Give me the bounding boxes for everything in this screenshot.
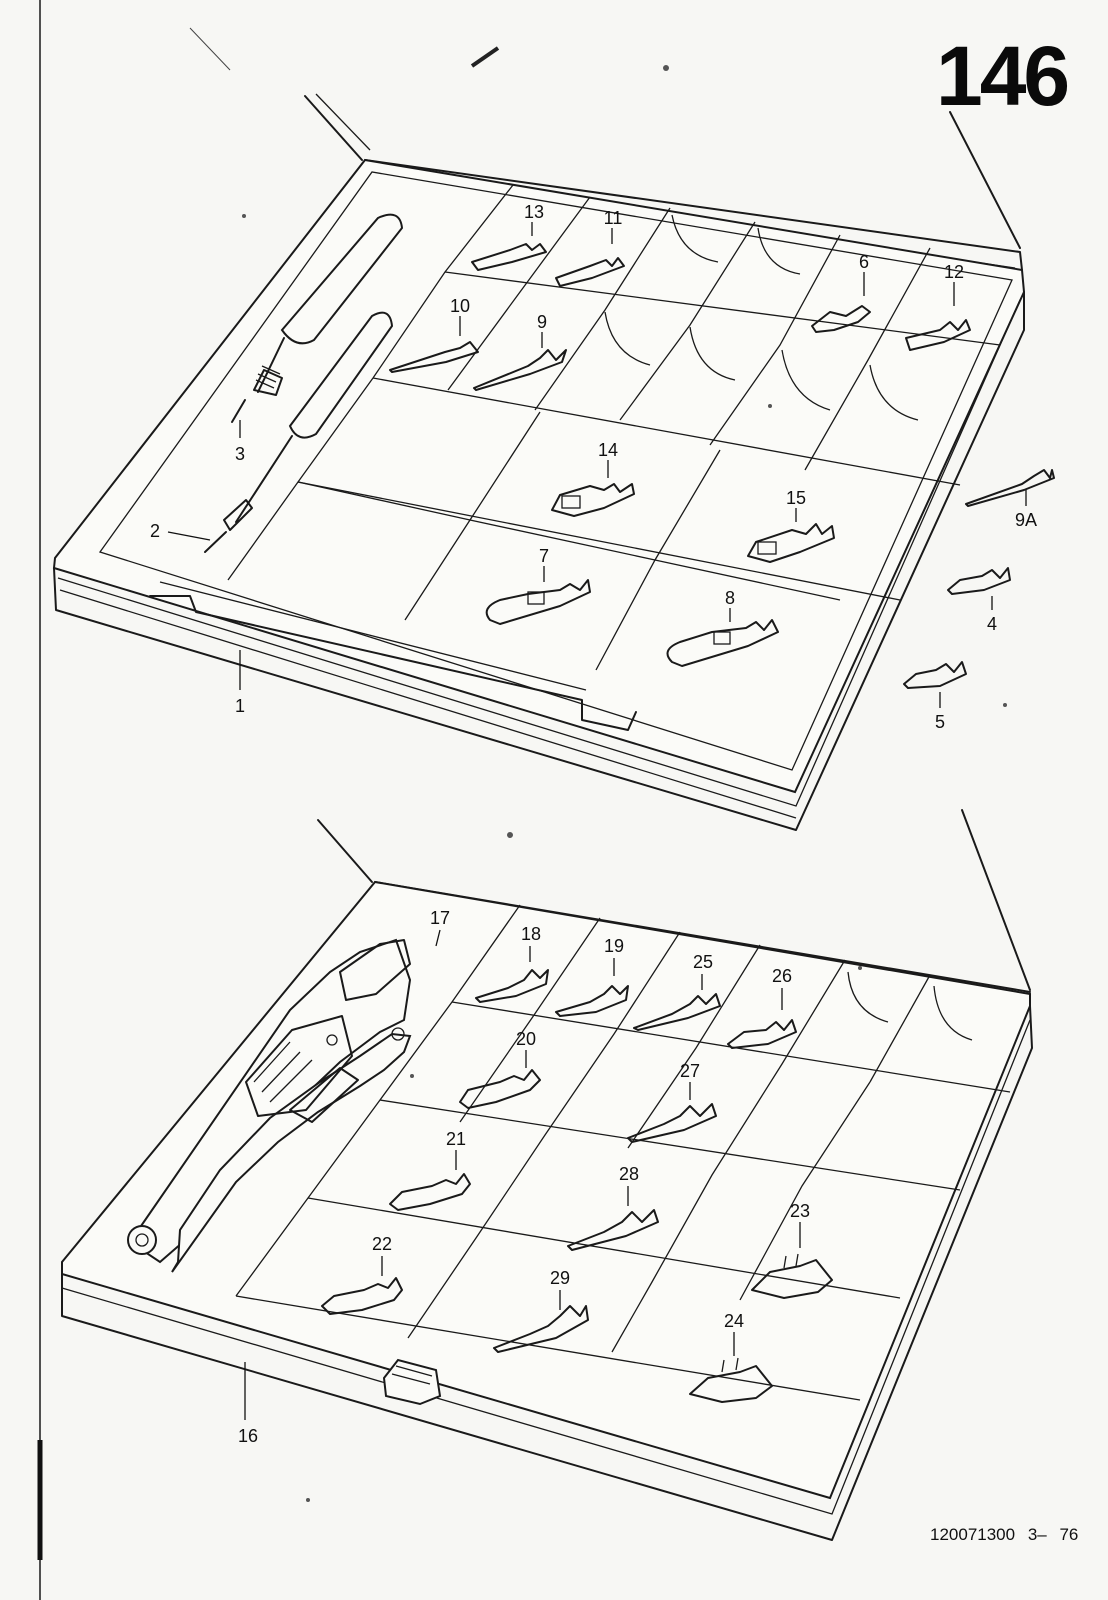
removal-tool-3 bbox=[231, 213, 404, 423]
scan-noise bbox=[189, 27, 1007, 1502]
terminal-9a bbox=[965, 469, 1055, 507]
callout-20: 20 bbox=[516, 1029, 536, 1049]
callout-17: 17 bbox=[430, 908, 450, 928]
crimping-pliers-17 bbox=[127, 938, 412, 1273]
callout-13: 13 bbox=[524, 202, 544, 222]
callout-2: 2 bbox=[150, 521, 160, 541]
callout-4: 4 bbox=[987, 614, 997, 634]
terminal-29 bbox=[493, 1305, 589, 1353]
callout-26: 26 bbox=[772, 966, 792, 986]
upper-back-rim bbox=[364, 159, 1023, 271]
terminal-10 bbox=[389, 341, 479, 373]
callout-24: 24 bbox=[724, 1311, 744, 1331]
callout-27: 27 bbox=[680, 1061, 700, 1081]
terminal-11 bbox=[555, 257, 625, 287]
upper-latch-recess bbox=[149, 595, 637, 731]
terminal-24 bbox=[689, 1357, 773, 1403]
callout-leaders bbox=[167, 222, 1027, 1420]
terminal-18 bbox=[475, 969, 549, 1003]
callout-3: 3 bbox=[235, 444, 245, 464]
upper-lid-left-edge bbox=[304, 95, 363, 161]
lower-front-wall bbox=[61, 1005, 1033, 1541]
callout-10: 10 bbox=[450, 296, 470, 316]
callout-22: 22 bbox=[372, 1234, 392, 1254]
terminal-5 bbox=[903, 661, 967, 689]
callout-21: 21 bbox=[446, 1129, 466, 1149]
terminal-6 bbox=[811, 305, 871, 333]
callout-15: 15 bbox=[786, 488, 806, 508]
terminal-23 bbox=[751, 1253, 833, 1299]
callout-9a: 9A bbox=[1015, 510, 1037, 530]
terminal-19 bbox=[555, 985, 629, 1017]
terminal-25 bbox=[633, 993, 721, 1031]
terminal-7 bbox=[485, 579, 591, 625]
drawing-number: 120071300 bbox=[930, 1525, 1016, 1544]
callout-19: 19 bbox=[604, 936, 624, 956]
lower-latch bbox=[382, 1358, 442, 1406]
callout-1: 1 bbox=[235, 696, 245, 716]
callout-9: 9 bbox=[537, 312, 547, 332]
terminal-26 bbox=[727, 1019, 797, 1049]
upper-front-wall bbox=[53, 291, 1025, 831]
terminal-28 bbox=[567, 1209, 659, 1251]
terminal-20 bbox=[459, 1069, 541, 1109]
terminal-22 bbox=[321, 1277, 403, 1315]
upper-terminal-case bbox=[52, 93, 1055, 831]
page-number: 146 bbox=[936, 29, 1070, 123]
callout-12: 12 bbox=[944, 262, 964, 282]
lower-terminal-case bbox=[61, 809, 1033, 1541]
drawing-reference: 120071300 3– 76 bbox=[930, 1525, 1078, 1545]
callout-5: 5 bbox=[935, 712, 945, 732]
callout-14: 14 bbox=[598, 440, 618, 460]
terminal-13 bbox=[471, 243, 547, 271]
callout-6: 6 bbox=[859, 252, 869, 272]
callout-25: 25 bbox=[693, 952, 713, 972]
terminal-15 bbox=[747, 523, 835, 563]
callout-11: 11 bbox=[604, 208, 623, 228]
callout-23: 23 bbox=[790, 1201, 810, 1221]
terminal-9 bbox=[473, 349, 567, 391]
callout-29: 29 bbox=[550, 1268, 570, 1288]
lower-lid-right-edge bbox=[961, 809, 1031, 991]
terminal-14 bbox=[551, 483, 635, 517]
terminal-12 bbox=[905, 319, 971, 351]
removal-tool-2 bbox=[204, 311, 394, 553]
callout-7: 7 bbox=[539, 546, 549, 566]
drawing-date: 3– 76 bbox=[1027, 1525, 1079, 1544]
lower-lid-left-edge bbox=[317, 819, 373, 883]
upper-lid-right-edge bbox=[949, 111, 1021, 249]
terminal-8 bbox=[666, 619, 779, 667]
callout-18: 18 bbox=[521, 924, 541, 944]
callout-8: 8 bbox=[725, 588, 735, 608]
callout-28: 28 bbox=[619, 1164, 639, 1184]
terminal-27 bbox=[627, 1103, 717, 1143]
terminal-21 bbox=[389, 1173, 471, 1211]
callout-16: 16 bbox=[238, 1426, 258, 1446]
callout-labels: 13 11 6 12 10 9 14 15 7 8 9A 4 5 1 3 2 1… bbox=[150, 202, 1037, 1446]
terminal-4 bbox=[947, 567, 1011, 595]
